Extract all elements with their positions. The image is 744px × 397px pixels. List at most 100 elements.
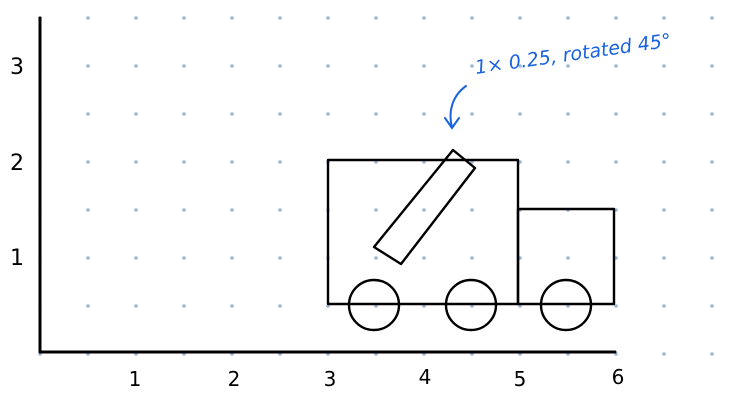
grid-dot bbox=[662, 112, 666, 116]
grid-dot bbox=[710, 256, 714, 260]
grid-dot bbox=[710, 352, 714, 356]
grid-dot bbox=[710, 304, 714, 308]
grid-dot bbox=[470, 16, 474, 20]
grid-dot bbox=[326, 16, 330, 20]
grid-dot bbox=[614, 160, 618, 164]
grid-dot bbox=[134, 256, 138, 260]
grid-dot bbox=[134, 160, 138, 164]
grid-dot bbox=[566, 64, 570, 68]
annotation-arrow bbox=[449, 85, 467, 128]
grid-dot bbox=[518, 112, 522, 116]
grid-dot bbox=[182, 112, 186, 116]
grid-dot bbox=[422, 256, 426, 260]
grid-dot bbox=[614, 304, 618, 308]
grid-dot bbox=[278, 64, 282, 68]
cab-box bbox=[516, 207, 616, 306]
grid-dot bbox=[134, 16, 138, 20]
x-tick-label-3: 3 bbox=[324, 367, 337, 391]
grid-dot bbox=[662, 208, 666, 212]
grid-dot bbox=[182, 256, 186, 260]
grid-dot bbox=[710, 64, 714, 68]
cargo-box bbox=[326, 158, 520, 306]
grid-dot bbox=[230, 112, 234, 116]
wheel-front bbox=[539, 278, 593, 332]
grid-dot bbox=[182, 160, 186, 164]
grid-dot bbox=[518, 64, 522, 68]
grid-dot bbox=[374, 64, 378, 68]
grid-dot bbox=[662, 304, 666, 308]
grid-dot bbox=[230, 64, 234, 68]
wheel-middle bbox=[444, 278, 498, 332]
grid-dot bbox=[230, 256, 234, 260]
y-tick-label-1: 1 bbox=[10, 246, 24, 271]
wheel-rear bbox=[347, 278, 401, 332]
grid-dot bbox=[86, 256, 90, 260]
grid-dot bbox=[278, 112, 282, 116]
grid-dot bbox=[86, 16, 90, 20]
grid-dot bbox=[662, 160, 666, 164]
grid-dot bbox=[230, 160, 234, 164]
grid-dot bbox=[86, 64, 90, 68]
annotation-text: 1× 0.25, rotated 45° bbox=[474, 30, 673, 79]
x-tick-label-1: 1 bbox=[129, 367, 142, 391]
grid-dot bbox=[662, 64, 666, 68]
rotated-rectangle bbox=[372, 148, 477, 266]
x-tick-label-2: 2 bbox=[228, 367, 241, 391]
grid-dot bbox=[710, 160, 714, 164]
grid-dot bbox=[662, 16, 666, 20]
grid-dot bbox=[86, 208, 90, 212]
annotation-arrowhead bbox=[444, 117, 460, 130]
grid-dot bbox=[182, 64, 186, 68]
grid-dot bbox=[662, 256, 666, 260]
grid-dot bbox=[326, 64, 330, 68]
grid-dot bbox=[86, 160, 90, 164]
grid-dot bbox=[518, 16, 522, 20]
grid-dot bbox=[374, 16, 378, 20]
grid-dot bbox=[422, 64, 426, 68]
grid-dot bbox=[614, 112, 618, 116]
grid-dot bbox=[614, 64, 618, 68]
grid-dot bbox=[614, 16, 618, 20]
grid-dot bbox=[710, 208, 714, 212]
x-tick-label-4: 4 bbox=[419, 365, 432, 389]
grid-dot bbox=[422, 112, 426, 116]
grid-dot bbox=[134, 304, 138, 308]
grid-dot bbox=[278, 256, 282, 260]
x-tick-label-6: 6 bbox=[612, 365, 625, 389]
x-tick-label-5: 5 bbox=[514, 367, 527, 391]
grid-dot bbox=[278, 16, 282, 20]
grid-dot bbox=[278, 160, 282, 164]
grid-dot bbox=[182, 304, 186, 308]
grid-dot bbox=[422, 208, 426, 212]
grid-dot bbox=[662, 352, 666, 356]
grid-dot bbox=[374, 208, 378, 212]
grid-dot bbox=[182, 16, 186, 20]
grid-dot bbox=[470, 64, 474, 68]
grid-dot bbox=[326, 112, 330, 116]
grid-dot bbox=[86, 112, 90, 116]
grid-dot bbox=[86, 304, 90, 308]
grid-dot bbox=[134, 112, 138, 116]
y-tick-label-3: 3 bbox=[10, 55, 24, 80]
grid-dot bbox=[230, 304, 234, 308]
grid-dot bbox=[566, 112, 570, 116]
grid-dot bbox=[566, 16, 570, 20]
grid-dot bbox=[566, 160, 570, 164]
grid-dot bbox=[278, 304, 282, 308]
grid-dot bbox=[470, 112, 474, 116]
grid-dot bbox=[470, 256, 474, 260]
y-tick-label-2: 2 bbox=[10, 151, 24, 176]
grid-dot bbox=[230, 16, 234, 20]
grid-dot bbox=[566, 256, 570, 260]
grid-dot bbox=[182, 208, 186, 212]
grid-dot bbox=[710, 112, 714, 116]
grid-dot bbox=[134, 208, 138, 212]
grid-dot bbox=[470, 208, 474, 212]
grid-dot bbox=[422, 16, 426, 20]
grid-dot bbox=[374, 112, 378, 116]
grid-dot bbox=[374, 256, 378, 260]
grid-dot bbox=[134, 64, 138, 68]
grid-dot bbox=[230, 208, 234, 212]
